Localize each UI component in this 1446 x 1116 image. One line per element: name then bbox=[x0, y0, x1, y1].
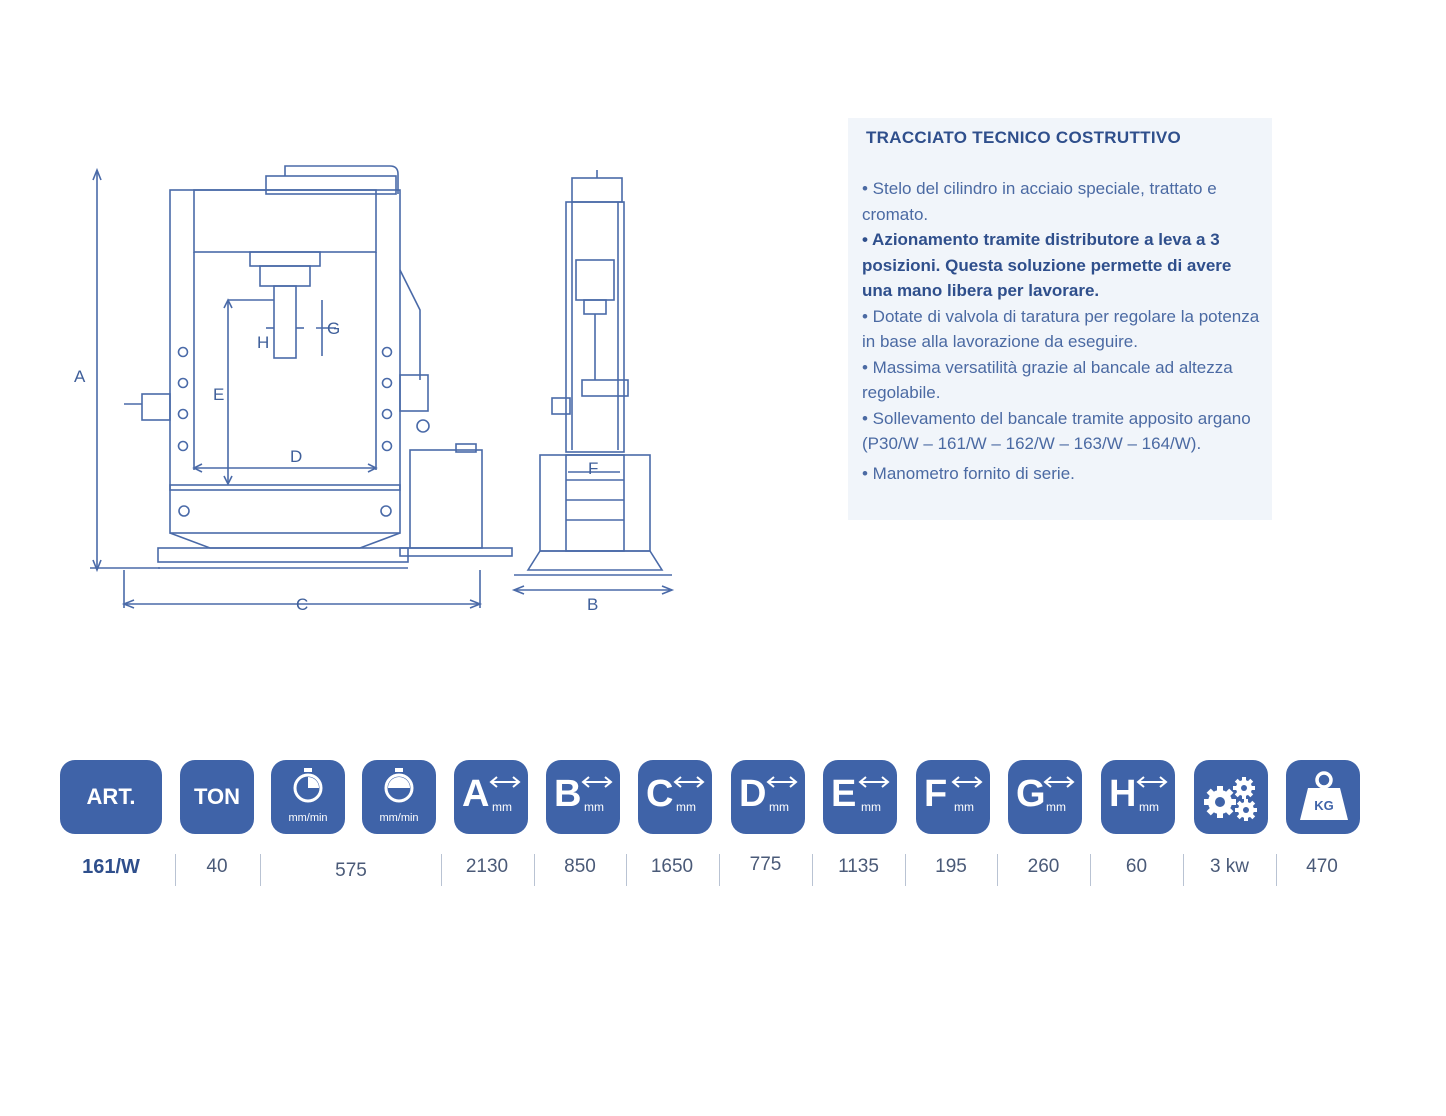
label-c: C bbox=[296, 595, 308, 614]
spec-item: • Stelo del cilindro in acciaio speciale… bbox=[862, 179, 1217, 224]
dim-unit: mm bbox=[954, 800, 974, 814]
weight-tile: KG bbox=[1286, 760, 1360, 834]
value-power: 3 kw bbox=[1209, 856, 1250, 877]
value-b: 850 bbox=[564, 856, 596, 877]
spec-item: • Sollevamento del bancale tramite appos… bbox=[862, 408, 1251, 454]
spec-value-row: 161/W 40 575 2130 850 1650 775 1135 195 … bbox=[60, 850, 1370, 890]
value-separator bbox=[1183, 854, 1184, 886]
value-separator bbox=[626, 854, 627, 886]
value-art: 161/W bbox=[82, 856, 140, 878]
value-c: 1650 bbox=[650, 856, 694, 877]
press-drawing-svg: A C D E G H B F bbox=[74, 165, 675, 614]
dim-letter: F bbox=[924, 773, 948, 815]
double-arrow-icon bbox=[489, 776, 521, 788]
dim-unit: mm bbox=[769, 800, 789, 814]
dim-a-tile: A mm bbox=[454, 760, 528, 834]
value-weight: 470 bbox=[1306, 856, 1338, 877]
double-arrow-icon bbox=[858, 776, 890, 788]
double-arrow-icon bbox=[951, 776, 983, 788]
spec-item: • Azionamento tramite distributore a lev… bbox=[862, 230, 1232, 300]
label-g: G bbox=[327, 319, 340, 338]
label-d: D bbox=[290, 447, 302, 466]
gears-icon bbox=[1204, 777, 1257, 821]
dim-unit: mm bbox=[1139, 800, 1159, 814]
value-separator bbox=[1276, 854, 1277, 886]
art-label: ART. bbox=[86, 784, 136, 809]
dim-h-tile: H mm bbox=[1101, 760, 1175, 834]
dim-unit: mm bbox=[1046, 800, 1066, 814]
dim-f-tile: F mm bbox=[916, 760, 990, 834]
dim-unit: mm bbox=[584, 800, 604, 814]
value-d: 775 bbox=[749, 854, 782, 875]
spec-item: • Manometro fornito di serie. bbox=[862, 463, 1075, 483]
spec-list: • Stelo del cilindro in acciaio speciale… bbox=[862, 176, 1264, 486]
dim-b-tile: B mm bbox=[546, 760, 620, 834]
value-ton: 40 bbox=[206, 856, 228, 877]
value-h: 60 bbox=[1125, 856, 1148, 877]
value-separator bbox=[997, 854, 998, 886]
spec-icon-row: ART. TON mm/min mm/min A mm B mm C mm D bbox=[60, 760, 1370, 836]
double-arrow-icon bbox=[1043, 776, 1075, 788]
ton-label: TON bbox=[193, 784, 241, 809]
dim-letter: D bbox=[739, 773, 767, 815]
label-e: E bbox=[213, 385, 224, 404]
speed-approach-tile: mm/min bbox=[271, 760, 345, 834]
value-separator bbox=[534, 854, 535, 886]
art-tile: ART. bbox=[60, 760, 162, 834]
double-arrow-icon bbox=[766, 776, 798, 788]
value-separator bbox=[1090, 854, 1091, 886]
double-arrow-icon bbox=[673, 776, 705, 788]
value-g: 260 bbox=[1027, 856, 1060, 877]
value-a: 2130 bbox=[465, 856, 509, 877]
value-separator bbox=[812, 854, 813, 886]
label-a: A bbox=[74, 367, 86, 386]
spec-box: TRACCIATO TECNICO COSTRUTTIVO • Stelo de… bbox=[848, 118, 1272, 520]
value-separator bbox=[719, 854, 720, 886]
label-f: F bbox=[588, 459, 598, 478]
spec-item: • Massima versatilità grazie al bancale … bbox=[862, 357, 1233, 403]
dim-e-tile: E mm bbox=[823, 760, 897, 834]
value-separator bbox=[441, 854, 442, 886]
kg-label: KG bbox=[1314, 798, 1334, 813]
value-speed: 575 bbox=[335, 860, 367, 881]
dim-unit: mm bbox=[861, 800, 881, 814]
technical-drawing: A C D E G H B F bbox=[60, 150, 780, 630]
value-separator bbox=[905, 854, 906, 886]
dim-letter: H bbox=[1109, 773, 1137, 815]
dim-c-tile: C mm bbox=[638, 760, 712, 834]
spec-item: • Dotate di valvola di taratura per rego… bbox=[862, 306, 1260, 352]
stopwatch-icon bbox=[384, 768, 414, 803]
weight-icon: KG bbox=[1300, 771, 1348, 820]
dim-letter: A bbox=[462, 773, 490, 815]
spec-title: TRACCIATO TECNICO COSTRUTTIVO bbox=[866, 128, 1182, 147]
ton-tile: TON bbox=[180, 760, 254, 834]
double-arrow-icon bbox=[581, 776, 613, 788]
speed-unit: mm/min bbox=[379, 812, 419, 824]
value-separator bbox=[260, 854, 261, 886]
dim-d-tile: D mm bbox=[731, 760, 805, 834]
value-f: 195 bbox=[935, 856, 967, 877]
value-separator bbox=[175, 854, 176, 886]
dim-unit: mm bbox=[492, 800, 512, 814]
label-h: H bbox=[257, 333, 269, 352]
dim-letter: E bbox=[831, 773, 857, 815]
dim-letter: G bbox=[1016, 773, 1046, 815]
dim-unit: mm bbox=[676, 800, 696, 814]
speed-work-tile: mm/min bbox=[362, 760, 436, 834]
stopwatch-icon bbox=[293, 768, 323, 803]
dim-g-tile: G mm bbox=[1008, 760, 1082, 834]
value-e: 1135 bbox=[838, 856, 879, 877]
label-b: B bbox=[587, 595, 598, 614]
dim-letter: B bbox=[554, 773, 582, 815]
double-arrow-icon bbox=[1136, 776, 1168, 788]
speed-unit: mm/min bbox=[288, 812, 328, 824]
dim-letter: C bbox=[646, 773, 674, 815]
power-tile bbox=[1194, 760, 1268, 834]
